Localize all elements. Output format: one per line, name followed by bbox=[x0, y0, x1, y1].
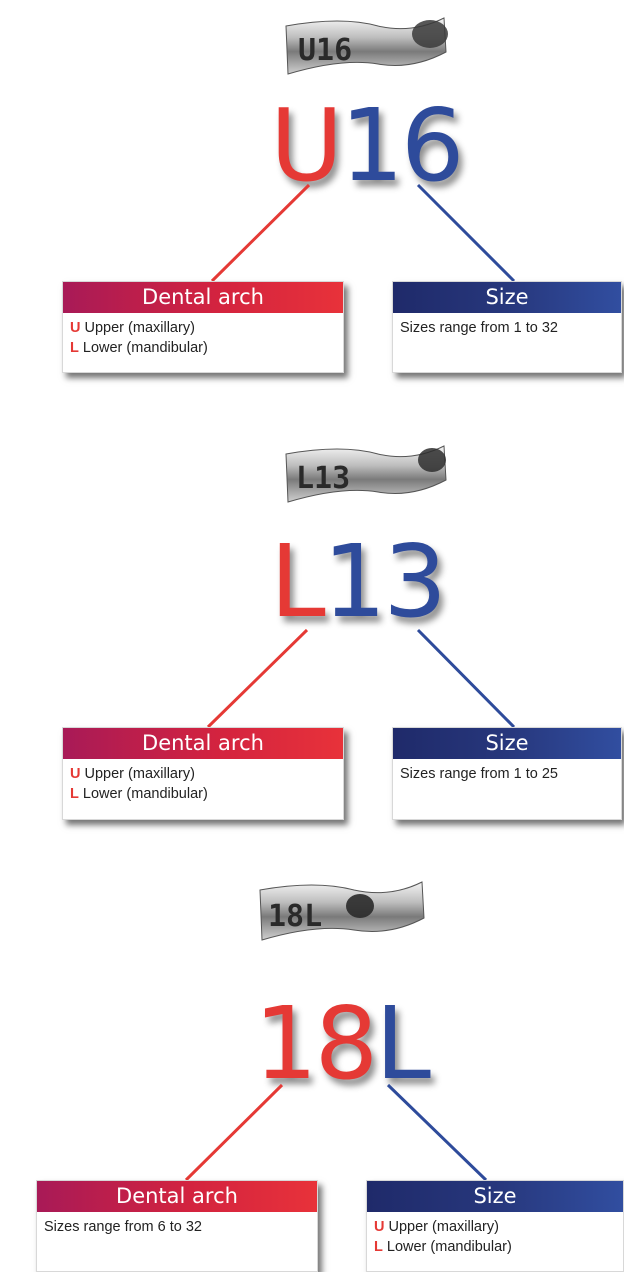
code-arch-part: L bbox=[270, 523, 326, 640]
size-code: 18L bbox=[254, 994, 431, 1094]
list-item: Sizes range from 6 to 32 bbox=[44, 1217, 311, 1237]
line-key: U bbox=[374, 1219, 385, 1235]
band-label: U16 bbox=[298, 33, 352, 68]
line-text: Lower (mandibular) bbox=[82, 786, 208, 802]
list-item: L Lower (mandibular) bbox=[70, 784, 337, 804]
section-l13: L13 L13 Dental arch U Upper (maxillary) … bbox=[0, 0, 624, 820]
line-text: Upper (maxillary) bbox=[388, 1219, 499, 1235]
dental-arch-box: Dental arch U Upper (maxillary) L Lower … bbox=[62, 727, 344, 820]
line-text: Upper (maxillary) bbox=[84, 766, 195, 782]
box-header: Dental arch bbox=[63, 282, 343, 313]
line-text: Upper (maxillary) bbox=[84, 320, 195, 336]
line-text: Sizes range from 1 to 32 bbox=[400, 320, 558, 336]
size-box: Size Sizes range from 1 to 25 bbox=[392, 727, 622, 820]
dental-arch-box: Dental arch Sizes range from 6 to 32 bbox=[36, 1180, 318, 1272]
band-image: U16 bbox=[282, 12, 450, 82]
box-header: Size bbox=[393, 728, 621, 759]
box-header: Dental arch bbox=[37, 1181, 317, 1212]
line-text: Sizes range from 1 to 25 bbox=[400, 766, 558, 782]
list-item: L Lower (mandibular) bbox=[70, 338, 337, 358]
list-item: Sizes range from 1 to 25 bbox=[400, 764, 615, 784]
code-arch-part: L bbox=[375, 985, 431, 1102]
line-key: U bbox=[70, 320, 81, 336]
band-label: L13 bbox=[296, 461, 350, 496]
line-text: Sizes range from 6 to 32 bbox=[44, 1219, 202, 1235]
code-size-part: 13 bbox=[322, 523, 447, 640]
band-image: L13 bbox=[282, 440, 450, 510]
size-code: U16 bbox=[270, 96, 464, 196]
list-item: U Upper (maxillary) bbox=[70, 318, 337, 338]
band-label: 18L bbox=[268, 899, 322, 934]
line-key: U bbox=[70, 766, 81, 782]
line-key: L bbox=[70, 786, 79, 802]
band-image: 18L bbox=[256, 876, 428, 948]
list-item: L Lower (mandibular) bbox=[374, 1237, 617, 1257]
size-box: Size Sizes range from 1 to 32 bbox=[392, 281, 622, 373]
line-text: Lower (mandibular) bbox=[386, 1239, 512, 1255]
box-header: Size bbox=[393, 282, 621, 313]
code-arch-part: U bbox=[270, 87, 343, 204]
code-size-part: 16 bbox=[340, 87, 464, 204]
box-header: Dental arch bbox=[63, 728, 343, 759]
box-header: Size bbox=[367, 1181, 623, 1212]
size-code: L13 bbox=[270, 532, 447, 632]
size-box: Size U Upper (maxillary) L Lower (mandib… bbox=[366, 1180, 624, 1272]
section-u16: U16 U16 Dental arch U Upper (maxillary) … bbox=[0, 0, 624, 410]
list-item: Sizes range from 1 to 32 bbox=[400, 318, 615, 338]
list-item: U Upper (maxillary) bbox=[374, 1217, 617, 1237]
line-key: L bbox=[70, 340, 79, 356]
line-key: L bbox=[374, 1239, 383, 1255]
line-text: Lower (mandibular) bbox=[82, 340, 208, 356]
dental-arch-box: Dental arch U Upper (maxillary) L Lower … bbox=[62, 281, 344, 373]
list-item: U Upper (maxillary) bbox=[70, 764, 337, 784]
code-size-part: 18 bbox=[254, 985, 378, 1102]
